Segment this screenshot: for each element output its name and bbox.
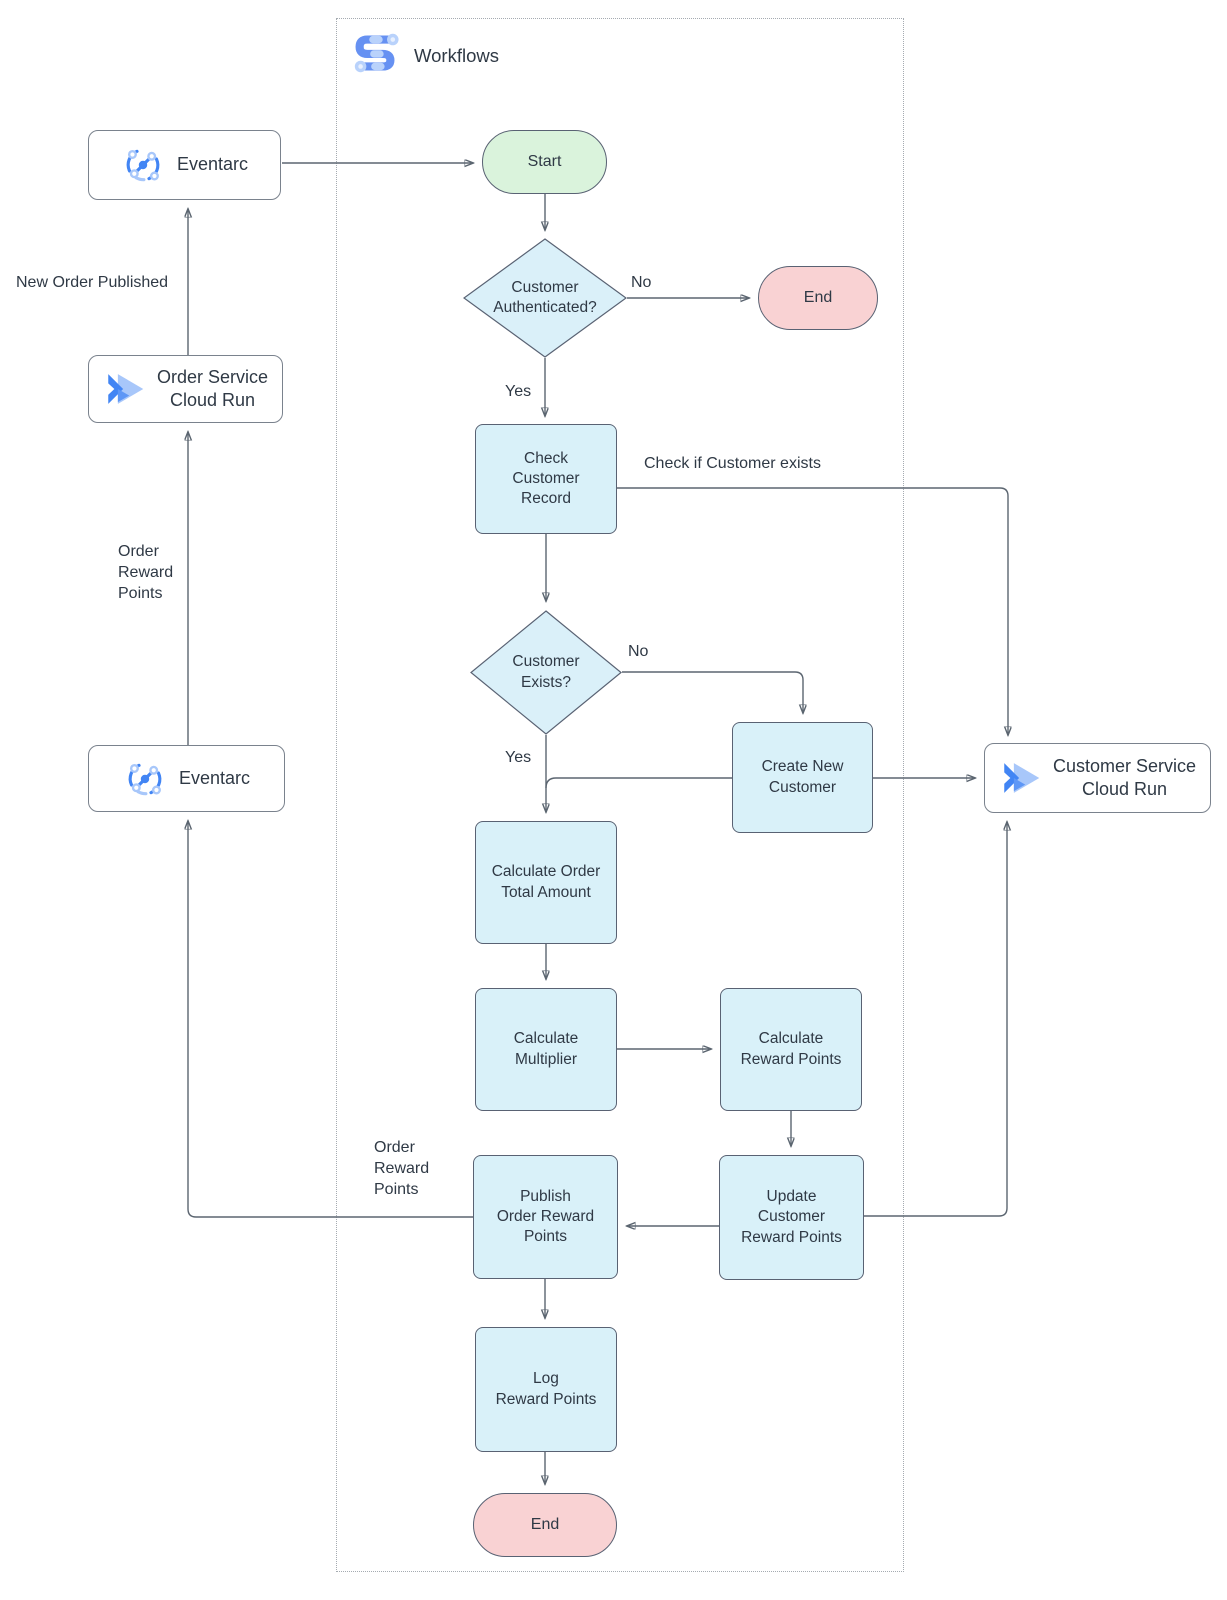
node-customer-service-cloud-run[interactable]: Customer Service Cloud Run: [984, 743, 1211, 813]
node-calculate-order-total[interactable]: Calculate Order Total Amount: [475, 821, 617, 944]
workflows-title: Workflows: [414, 44, 499, 66]
node-order-service-cloud-run[interactable]: Order Service Cloud Run: [88, 355, 283, 423]
node-create-new-customer[interactable]: Create New Customer: [732, 722, 873, 833]
node-label: Log Reward Points: [495, 1370, 597, 1408]
cloud-run-icon: [103, 368, 145, 410]
node-label: Order Service Cloud Run: [156, 366, 269, 410]
node-check-customer-record[interactable]: Check Customer Record: [475, 424, 617, 534]
workflows-header: Workflows: [348, 28, 499, 83]
node-start[interactable]: Start: [482, 130, 607, 194]
node-customer-exists-decision[interactable]: Customer Exists?: [470, 610, 622, 735]
workflows-icon: [348, 28, 402, 83]
edge-label-check-if-customer-exists: Check if Customer exists: [644, 455, 821, 472]
node-label: Publish Order Reward Points: [496, 1187, 595, 1246]
node-end-top[interactable]: End: [758, 266, 878, 330]
node-label: Start: [527, 152, 562, 170]
node-label: Customer Service Cloud Run: [1052, 755, 1197, 799]
node-publish-order-reward-points[interactable]: Publish Order Reward Points: [473, 1155, 618, 1279]
node-update-customer-reward-points[interactable]: Update Customer Reward Points: [719, 1155, 864, 1280]
node-eventarc-bottom[interactable]: Eventarc: [88, 745, 285, 812]
eventarc-icon: [123, 757, 167, 801]
node-calculate-multiplier[interactable]: Calculate Multiplier: [475, 988, 617, 1111]
node-label: Create New Customer: [761, 758, 844, 796]
edge-label-order-reward-points-left: Order Reward Points: [118, 543, 174, 603]
workflows-container: [336, 18, 904, 1572]
node-label: Calculate Multiplier: [513, 1030, 579, 1068]
node-end-bottom[interactable]: End: [473, 1493, 617, 1557]
node-label: Eventarc: [176, 154, 249, 175]
edge-label-new-order-published: New Order Published: [16, 274, 169, 291]
node-label: Update Customer Reward Points: [741, 1188, 842, 1246]
node-eventarc-top[interactable]: Eventarc: [88, 130, 281, 200]
node-label: Calculate Order Total Amount: [491, 863, 601, 901]
node-log-reward-points[interactable]: Log Reward Points: [475, 1327, 617, 1452]
node-label: End: [530, 1515, 560, 1533]
edge-label-order-reward-points-mid: Order Reward Points: [374, 1139, 430, 1199]
eventarc-icon: [121, 143, 165, 187]
node-label: Customer Exists?: [512, 653, 580, 691]
node-calculate-reward-points[interactable]: Calculate Reward Points: [720, 988, 862, 1111]
edge-label-auth-no: No: [631, 274, 652, 291]
node-customer-authenticated-decision[interactable]: Customer Authenticated?: [463, 238, 627, 358]
diamond-shape: [470, 610, 622, 735]
node-label: Eventarc: [178, 767, 251, 788]
node-label: Calculate Reward Points: [740, 1030, 842, 1068]
edge-label-exists-no: No: [628, 643, 649, 660]
edge-label-auth-yes: Yes: [505, 383, 532, 400]
node-label: Check Customer Record: [512, 449, 580, 508]
node-label: End: [803, 288, 833, 306]
edge-label-exists-yes: Yes: [505, 749, 532, 766]
diamond-shape: [463, 238, 627, 358]
node-label: Customer Authenticated?: [493, 278, 597, 316]
cloud-run-icon: [999, 757, 1041, 799]
